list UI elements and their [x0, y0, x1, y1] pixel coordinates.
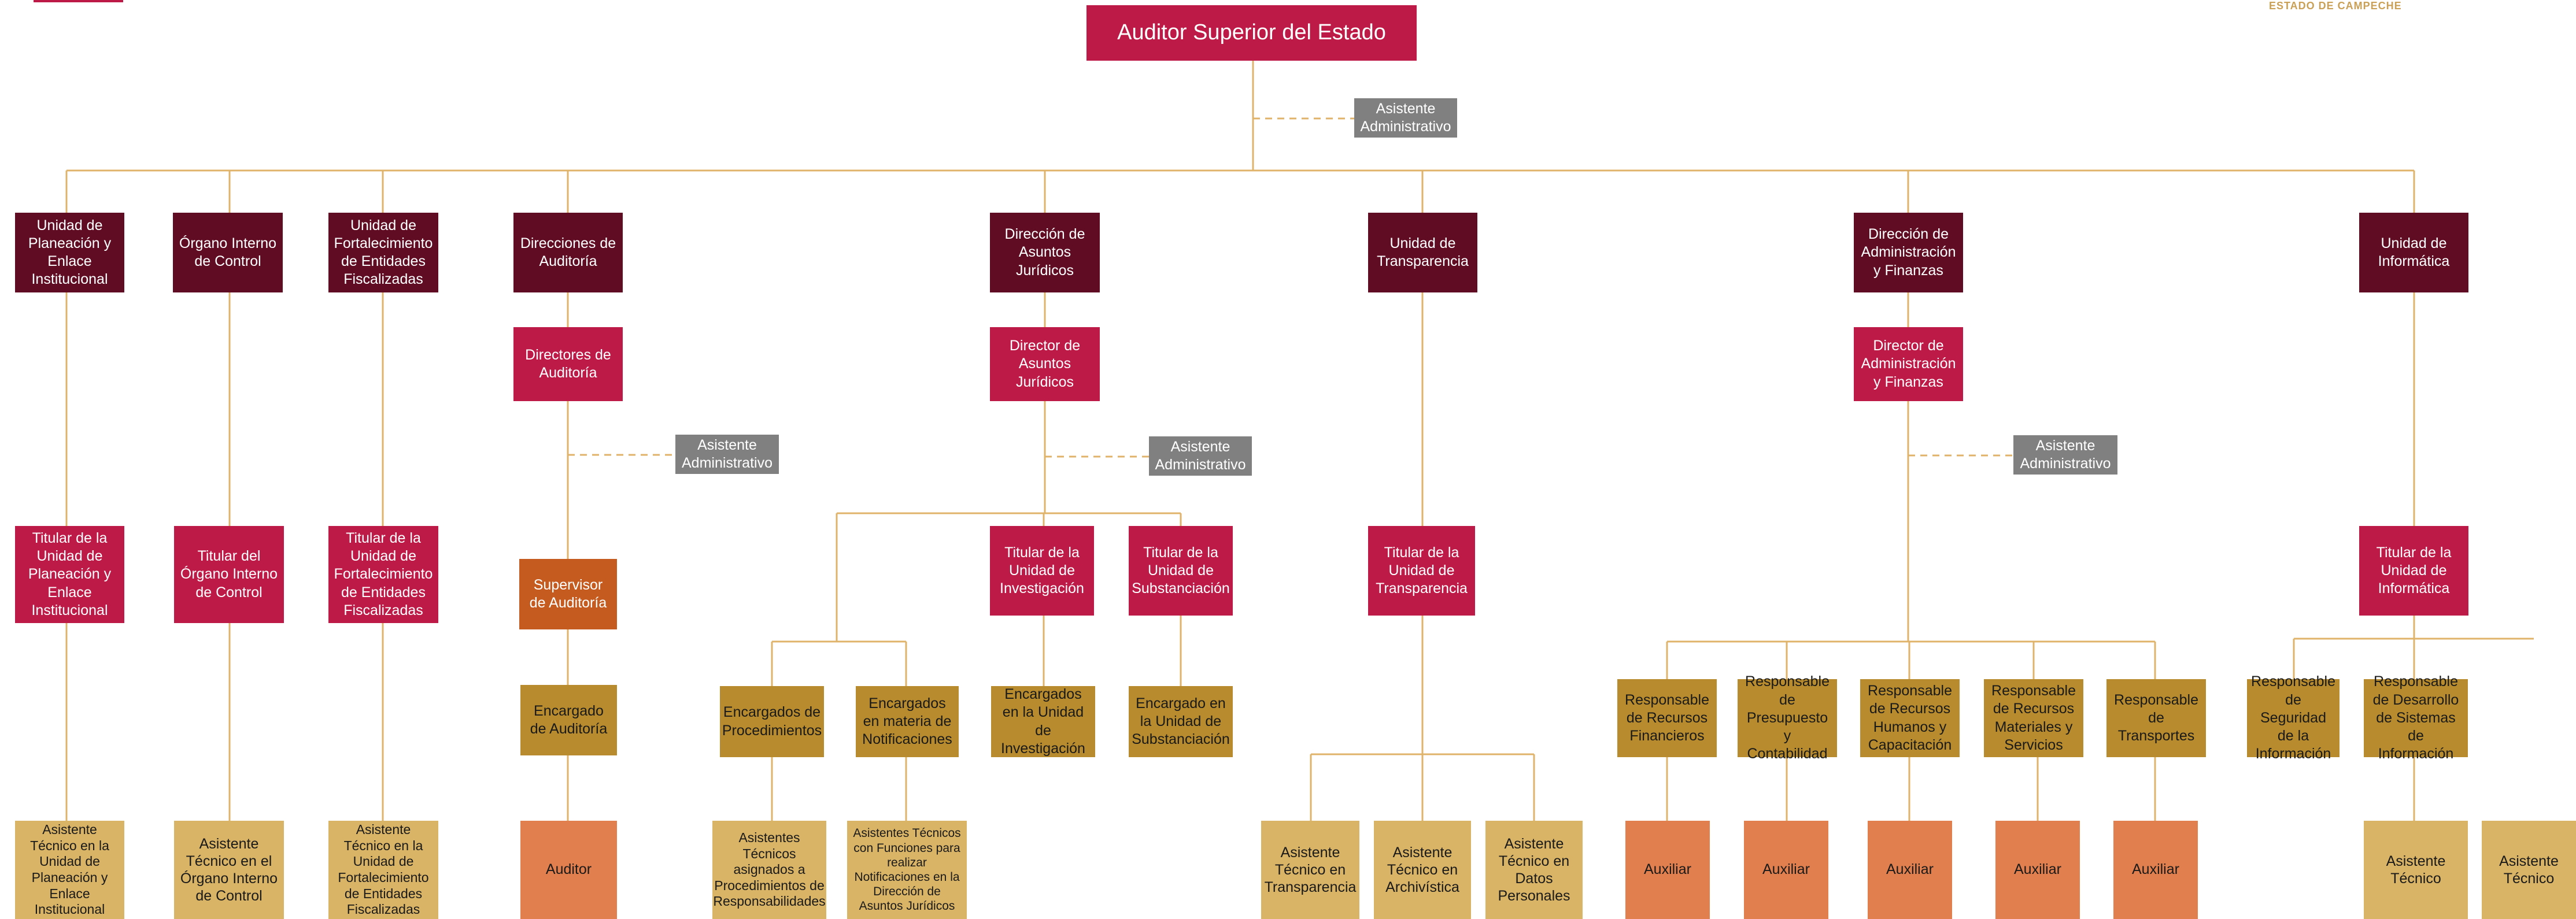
node-responsable-recursos-materiales: Responsable de Recursos Materiales y Ser… [1984, 679, 2083, 757]
node-titular-transparencia: Titular de la Unidad de Transparencia [1368, 526, 1475, 616]
node-asistente-datos-personales: Asistente Técnico en Datos Personales [1485, 821, 1583, 919]
node-asistente-administrativo-top: Asistente Administrativo [1354, 98, 1457, 138]
node-responsable-presupuesto: Responsable de Presupuesto y Contabilida… [1738, 673, 1837, 762]
node-titular-fortalecimiento: Titular de la Unidad de Fortalecimiento … [328, 526, 438, 623]
node-asistente-tecnico-informatica-2: Asistente Técnico [2482, 821, 2576, 919]
node-asistentes-notificaciones: Asistentes Técnicos con Funciones para r… [847, 821, 967, 919]
node-asistente-control: Asistente Técnico en el Órgano Interno d… [174, 821, 284, 919]
node-unidad-informatica: Unidad de Informática [2359, 213, 2468, 292]
node-encargado-auditoria: Encargado de Auditoría [520, 685, 617, 755]
node-auxiliar-humanos: Auxiliar [1868, 821, 1952, 919]
node-auxiliar-presupuesto: Auxiliar [1744, 821, 1828, 919]
node-auditor: Auditor [520, 821, 617, 919]
node-direccion-asuntos-juridicos: Dirección de Asuntos Jurídicos [990, 213, 1100, 292]
node-encargados-investigacion: Encargados en la Unidad de Investigación [991, 686, 1095, 757]
node-titular-informatica: Titular de la Unidad de Informática [2359, 526, 2468, 616]
node-direccion-administracion-finanzas: Dirección de Administración y Finanzas [1854, 213, 1963, 292]
node-titular-substanciacion: Titular de la Unidad de Substanciación [1129, 526, 1233, 616]
node-asistente-administrativo-auditoria: Asistente Administrativo [675, 435, 779, 474]
node-asistente-fortalecimiento: Asistente Técnico en la Unidad de Fortal… [328, 821, 438, 919]
node-asistente-archivistica: Asistente Técnico en Archivística [1374, 821, 1471, 919]
node-unidad-transparencia: Unidad de Transparencia [1368, 213, 1477, 292]
node-asistente-transparencia: Asistente Técnico en Transparencia [1261, 821, 1359, 919]
node-unidad-fortalecimiento: Unidad de Fortalecimiento de Entidades F… [328, 213, 438, 292]
node-titular-investigacion: Titular de la Unidad de Investigación [990, 526, 1094, 616]
node-responsable-transportes: Responsable de Transportes [2106, 679, 2206, 757]
node-asistente-administrativo-finanzas: Asistente Administrativo [2013, 435, 2117, 475]
node-encargados-procedimientos: Encargados de Procedimientos [720, 686, 824, 757]
node-unidad-planeacion: Unidad de Planeación y Enlace Institucio… [15, 213, 124, 292]
node-director-administracion-finanzas: Director de Administración y Finanzas [1854, 327, 1963, 401]
node-asistente-tecnico-informatica-1: Asistente Técnico [2364, 821, 2468, 919]
node-auxiliar-materiales: Auxiliar [1995, 821, 2080, 919]
node-asistente-planeacion: Asistente Técnico en la Unidad de Planea… [15, 821, 124, 919]
node-auxiliar-transportes: Auxiliar [2113, 821, 2198, 919]
node-auxiliar-financieros: Auxiliar [1625, 821, 1710, 919]
node-asistente-administrativo-juridicos: Asistente Administrativo [1149, 436, 1252, 476]
node-titular-control: Titular del Órgano Interno de Control [174, 526, 284, 623]
node-responsable-seguridad-informacion: Responsable de Seguridad de la Informaci… [2247, 673, 2340, 762]
node-supervisor-auditoria: Supervisor de Auditoría [519, 559, 617, 629]
node-titular-planeacion: Titular de la Unidad de Planeación y Enl… [15, 526, 124, 623]
node-responsable-desarrollo-sistemas: Responsable de Desarrollo de Sistemas de… [2364, 673, 2468, 762]
node-responsable-recursos-financieros: Responsable de Recursos Financieros [1617, 679, 1717, 757]
node-encargados-notificaciones: Encargados en materia de Notificaciones [856, 686, 959, 757]
node-direcciones-auditoria: Direcciones de Auditoría [513, 213, 623, 292]
node-asistentes-procedimientos: Asistentes Técnicos asignados a Procedim… [712, 821, 826, 919]
node-auditor-superior: Auditor Superior del Estado [1086, 5, 1417, 61]
node-organo-control: Órgano Interno de Control [173, 213, 283, 292]
logo-left-bar [34, 0, 123, 2]
node-encargado-substanciacion: Encargado en la Unidad de Substanciación [1129, 686, 1233, 757]
node-directores-auditoria: Directores de Auditoría [513, 327, 623, 401]
logo-right-text: ESTADO DE CAMPECHE [2269, 0, 2402, 12]
node-responsable-recursos-humanos: Responsable de Recursos Humanos y Capaci… [1860, 679, 1960, 757]
node-director-asuntos-juridicos: Director de Asuntos Jurídicos [990, 327, 1100, 401]
